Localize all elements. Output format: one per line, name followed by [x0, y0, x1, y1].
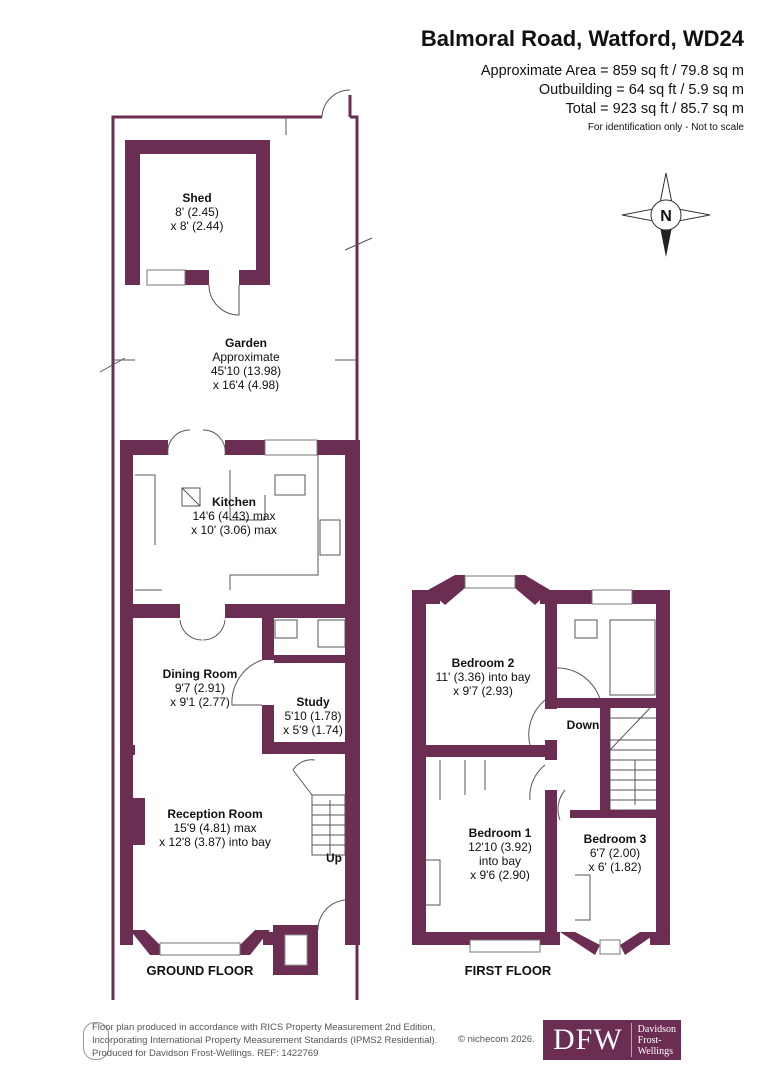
svg-text:Bedroom 2: Bedroom 2	[452, 656, 515, 670]
svg-text:Shed: Shed	[182, 191, 211, 205]
footer-line: Produced for Davidson Frost-Wellings. RE…	[92, 1048, 319, 1059]
room-garden: Garden Approximate 45'10 (13.98) x 16'4 …	[211, 336, 281, 392]
ground-floor-walls	[120, 429, 360, 975]
svg-text:12'10 (3.92): 12'10 (3.92)	[468, 840, 532, 854]
svg-text:x 9'1 (2.77): x 9'1 (2.77)	[170, 695, 230, 709]
svg-text:6'7 (2.00): 6'7 (2.00)	[590, 846, 640, 860]
compass-icon: N	[621, 172, 711, 257]
svg-text:11' (3.36) into bay: 11' (3.36) into bay	[436, 670, 531, 684]
svg-text:x 16'4 (4.98): x 16'4 (4.98)	[213, 378, 279, 392]
footer-disclaimer: Floor plan produced in accordance with R…	[92, 1021, 437, 1060]
scale-note: For identification only - Not to scale	[587, 122, 744, 133]
ground-stairs	[292, 759, 346, 856]
svg-text:Study: Study	[296, 695, 330, 709]
room-study: Study 5'10 (1.78) x 5'9 (1.74)	[283, 695, 343, 737]
svg-text:x 5'9 (1.74): x 5'9 (1.74)	[283, 723, 343, 737]
footer-line: Floor plan produced in accordance with R…	[92, 1022, 436, 1033]
svg-text:x 12'8 (3.87) into bay: x 12'8 (3.87) into bay	[159, 835, 271, 849]
compass-north-label: N	[660, 208, 672, 225]
approximate-area: Approximate Area = 859 sq ft / 79.8 sq m	[480, 63, 744, 79]
svg-text:into bay: into bay	[479, 854, 521, 868]
svg-text:Garden: Garden	[225, 336, 267, 350]
outbuilding-area: Outbuilding = 64 sq ft / 5.9 sq m	[538, 82, 744, 98]
svg-text:9'7 (2.91): 9'7 (2.91)	[175, 681, 225, 695]
svg-text:x 8' (2.44): x 8' (2.44)	[171, 219, 224, 233]
svg-text:Reception Room: Reception Room	[167, 807, 262, 821]
svg-text:Bedroom 3: Bedroom 3	[584, 832, 647, 846]
logo-mark: DFW	[543, 1023, 632, 1057]
room-kitchen: Kitchen 14'6 (4.43) max x 10' (3.06) max	[191, 495, 277, 537]
svg-text:Dining Room: Dining Room	[163, 667, 238, 681]
svg-text:x 6' (1.82): x 6' (1.82)	[589, 860, 642, 874]
shed-walls	[125, 140, 270, 316]
svg-text:Bedroom 1: Bedroom 1	[469, 826, 532, 840]
total-area: Total = 923 sq ft / 85.7 sq m	[565, 101, 744, 117]
room-bedroom-2: Bedroom 2 11' (3.36) into bay x 9'7 (2.9…	[436, 656, 531, 698]
person-icon	[83, 1022, 109, 1060]
ground-floor-label: GROUND FLOOR	[147, 963, 254, 978]
svg-text:x 9'6 (2.90): x 9'6 (2.90)	[470, 868, 530, 882]
first-floor-walls	[412, 575, 670, 955]
svg-text:45'10 (13.98): 45'10 (13.98)	[211, 364, 281, 378]
stairs-up-label: Up	[326, 851, 342, 865]
copyright: © nichecom 2026.	[458, 1034, 535, 1045]
svg-text:8' (2.45): 8' (2.45)	[175, 205, 219, 219]
svg-text:5'10 (1.78): 5'10 (1.78)	[285, 709, 342, 723]
svg-text:x 9'7 (2.93): x 9'7 (2.93)	[453, 684, 513, 698]
svg-text:Approximate: Approximate	[212, 350, 280, 364]
room-bedroom-3: Bedroom 3 6'7 (2.00) x 6' (1.82)	[584, 832, 647, 874]
svg-text:Kitchen: Kitchen	[212, 495, 256, 509]
svg-text:15'9 (4.81) max: 15'9 (4.81) max	[174, 821, 257, 835]
svg-text:14'6 (4.43) max: 14'6 (4.43) max	[193, 509, 276, 523]
svg-text:x 10' (3.06) max: x 10' (3.06) max	[191, 523, 277, 537]
first-floor-label: FIRST FLOOR	[465, 963, 552, 978]
first-stairs	[600, 700, 656, 815]
footer-line: Incorporating International Property Mea…	[92, 1035, 438, 1046]
stairs-down-label: Down	[567, 718, 600, 732]
room-dining: Dining Room 9'7 (2.91) x 9'1 (2.77)	[163, 667, 238, 709]
room-shed: Shed 8' (2.45) x 8' (2.44)	[171, 191, 224, 233]
room-reception: Reception Room 15'9 (4.81) max x 12'8 (3…	[159, 807, 271, 849]
property-title: Balmoral Road, Watford, WD24	[420, 26, 744, 51]
room-bedroom-1: Bedroom 1 12'10 (3.92) into bay x 9'6 (2…	[468, 826, 532, 882]
